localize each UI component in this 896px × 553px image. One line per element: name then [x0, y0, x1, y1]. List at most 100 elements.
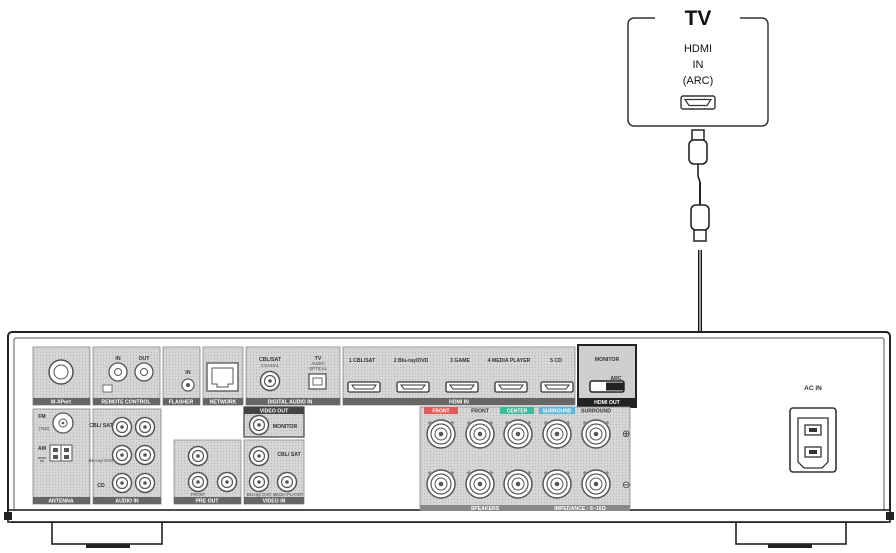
speaker-terminal	[542, 469, 572, 499]
flasher-in-label: IN	[185, 370, 190, 376]
pre-out-front-l-jack	[187, 445, 209, 467]
digital-tv-optical-label: OPTICAL	[309, 366, 328, 371]
optical-port	[308, 373, 327, 390]
hdmi-in-5-port	[540, 381, 574, 393]
video-out-monitor-jack	[248, 414, 270, 436]
hdmi-in-1-label: 1 CBL/SAT	[349, 358, 376, 364]
video-in-1-label: CBL/ SAT	[277, 452, 301, 458]
cable-plug-top	[688, 139, 708, 165]
cable-plug-top-tip	[691, 129, 705, 141]
digital-tv-label: TV	[315, 356, 322, 362]
audio-in-1-l-jack	[111, 416, 133, 438]
hdmi-in-label: HDMI IN	[449, 400, 469, 406]
foot-right	[735, 521, 847, 545]
spk-surround-tag: SURROUND	[543, 409, 572, 415]
spk-surround-label: SURROUND	[581, 409, 611, 415]
hdmi-in-2-port	[396, 381, 430, 393]
network-label: NETWORK	[210, 400, 237, 406]
remote-control-label: REMOTE CONTROL	[101, 400, 151, 406]
speakers-label: SPEAKERS	[471, 506, 500, 512]
spk-front-label: FRONT	[471, 409, 490, 415]
remote-out-label: OUT	[139, 356, 151, 362]
ac-inlet	[789, 407, 837, 473]
digital-coax-jack	[259, 370, 281, 392]
video-in-3-jack	[276, 471, 298, 493]
tv-device: TV HDMI IN (ARC)	[627, 7, 769, 127]
speaker-terminal	[426, 469, 456, 499]
audio-in-1-label: CBL/ SAT	[89, 423, 113, 429]
remote-out-jack	[134, 362, 154, 382]
tv-in-label: IN	[693, 59, 704, 71]
speaker-terminal	[581, 469, 611, 499]
am-antenna-terminals	[49, 444, 73, 462]
tv-box	[627, 17, 769, 127]
digital-tv-audio-label: AUDIO	[311, 361, 325, 366]
audio-in-2-l-jack	[111, 444, 133, 466]
antenna-label: ANTENNA	[48, 499, 74, 505]
plus-symbol: ⊕	[622, 429, 630, 440]
video-in-3-label: MEDIA PLAYER	[273, 492, 303, 497]
hdmi-in-1-port	[347, 381, 381, 393]
hdmi-out-label: HDMI OUT	[594, 400, 620, 406]
hdmi-in-3-label: 3 GAME	[450, 358, 470, 364]
ac-in-label: AC IN	[804, 385, 822, 392]
tv-arc-label: (ARC)	[683, 75, 714, 87]
hdmi-in-3-port	[445, 381, 479, 393]
audio-in-2-r-jack	[134, 444, 156, 466]
flasher-label: FLASHER	[169, 400, 194, 406]
video-out-monitor-label: MONITOR	[273, 424, 298, 430]
digital-audio-in-label: DIGITAL AUDIO IN	[268, 400, 313, 406]
hdmi-in-4-label: 4 MEDIA PLAYER	[488, 358, 531, 364]
video-in-1-jack	[248, 445, 270, 467]
video-in-label: VIDEO IN	[263, 499, 286, 505]
pre-out-front-label: FRONT	[191, 492, 206, 497]
speaker-terminal	[581, 419, 611, 449]
hdmi-out-panel	[577, 344, 637, 408]
hdmi-out-arc-label: ARC	[610, 376, 621, 382]
impedance-label: IMPEDANCE : 6~16Ω	[554, 506, 606, 512]
pre-out-label: PRE OUT	[195, 499, 219, 505]
video-out-label: VIDEO OUT	[260, 409, 289, 415]
hdmi-in-2-label: 2 Blu-ray/DVD	[394, 358, 429, 364]
video-in-2-label: Blu-ray/ DVD	[247, 492, 271, 497]
speaker-terminal	[465, 469, 495, 499]
minus-symbol: ⊖	[622, 480, 630, 491]
foot-left	[51, 521, 163, 545]
tv-hdmi-port	[680, 95, 716, 110]
remote-in-label: IN	[115, 356, 120, 362]
tv-hdmi-label: HDMI	[684, 43, 712, 55]
speaker-terminal	[542, 419, 572, 449]
remote-in-jack	[108, 362, 128, 382]
mxport-connector	[48, 359, 74, 385]
digital-coax-sub-label: COAXIAL	[261, 363, 280, 368]
pre-out-sub-jack	[216, 471, 238, 493]
audio-in-2-label: Blu-ray/ DVD	[89, 458, 113, 463]
audio-in-3-r-jack	[134, 472, 156, 494]
hdmi-out-monitor-label: MONITOR	[595, 357, 620, 363]
am-label: AM	[38, 446, 46, 452]
speaker-terminal	[503, 469, 533, 499]
spk-front-tag: FRONT	[432, 409, 449, 415]
tv-title: TV	[685, 7, 712, 30]
audio-in-3-label: CD	[97, 483, 105, 489]
digital-coax-label: CBL/SAT	[259, 357, 282, 363]
speaker-terminal	[465, 419, 495, 449]
fm-label: FM	[38, 414, 46, 420]
video-in-2-jack	[248, 471, 270, 493]
hdmi-in-4-port	[494, 381, 528, 393]
cable-plug-middle	[690, 204, 710, 231]
spk-center-tag: CENTER	[507, 409, 528, 415]
audio-in-label: AUDIO IN	[115, 499, 139, 505]
fm-ohm-label: (75Ω)	[39, 426, 50, 431]
av-receiver: M-XPort IN OUT REMOTE CONTROL IN FLASHER…	[4, 331, 894, 548]
audio-in-3-l-jack	[111, 472, 133, 494]
audio-in-1-r-jack	[134, 416, 156, 438]
speaker-terminal	[503, 419, 533, 449]
hdmi-out-port	[589, 380, 625, 393]
mxport-label: M-XPort	[51, 400, 71, 406]
hdmi-in-5-label: 5 CD	[550, 358, 562, 364]
pre-out-front-r-jack	[187, 471, 209, 493]
hdmi-in-ports: 1 CBL/SAT 2 Blu-ray/DVD 3 GAME 4 MEDIA P…	[347, 358, 574, 393]
speaker-terminal	[426, 419, 456, 449]
